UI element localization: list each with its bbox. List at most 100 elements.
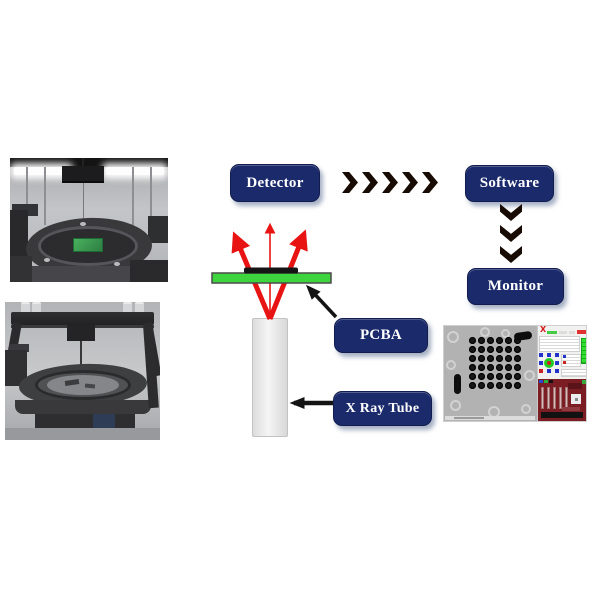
machine-gantry-photo [5, 302, 160, 440]
component-shadow [454, 374, 461, 394]
bga-ball [487, 355, 494, 362]
bga-ball [469, 337, 476, 344]
stage-marker [114, 262, 120, 266]
bga-ball [505, 355, 512, 362]
gantry-beam [11, 312, 154, 325]
parameter-table [539, 336, 580, 352]
navigation-pad [539, 353, 559, 373]
chevron-right-icon [422, 172, 438, 193]
bga-ball [514, 364, 521, 371]
flow-chevrons-vertical [500, 204, 522, 263]
color-chip-dark [549, 380, 553, 383]
option-rows [561, 369, 586, 377]
component-shadow [513, 330, 533, 342]
via-ring [446, 360, 456, 370]
chevron-right-icon [342, 172, 358, 193]
camera-unit [67, 325, 95, 341]
ceiling-light-left [14, 167, 69, 175]
status-chip-red [577, 330, 586, 334]
bga-ball [469, 382, 476, 389]
color-chip-green [582, 380, 586, 384]
expansion-slot [541, 387, 544, 409]
red-x-icon: X [540, 325, 547, 334]
bga-ball [487, 382, 494, 389]
gantry-post [135, 302, 144, 313]
pcb-color-photo [537, 379, 586, 421]
xray-beam-right-arrow [267, 229, 308, 320]
via-ring [480, 327, 490, 337]
stage-marker [44, 258, 50, 262]
expansion-slot [565, 387, 568, 409]
chevron-right-icon [362, 172, 378, 193]
bga-ball [514, 373, 521, 380]
chevron-down-icon [500, 204, 522, 221]
table-front [10, 266, 168, 282]
bga-ball [496, 364, 503, 371]
via-ring [524, 370, 535, 381]
equipment [9, 344, 29, 352]
equipment [5, 350, 27, 386]
pcb-on-stage [73, 238, 103, 252]
bga-ball [496, 337, 503, 344]
wall-rail [26, 167, 28, 225]
inspection-software-screenshot: X [443, 325, 587, 422]
pad-corner [539, 353, 543, 357]
bga-ball [487, 364, 494, 371]
xray-beam-left-arrow [231, 231, 273, 320]
gantry-post [123, 302, 132, 313]
bga-ball [505, 364, 512, 371]
pcba-box: PCBA [334, 318, 428, 353]
pad-mid [555, 361, 559, 365]
bga-ball [514, 355, 521, 362]
wall-rail [132, 167, 134, 225]
detector-box: Detector [230, 164, 320, 202]
color-chip-green [544, 380, 548, 383]
bga-ball [478, 355, 485, 362]
floor [5, 428, 160, 440]
expansion-slot [559, 387, 562, 409]
bga-grid [469, 337, 521, 389]
chevron-right-icon [402, 172, 418, 193]
status-chip-green [547, 331, 557, 334]
pcb-component-bar [244, 267, 298, 274]
cable [83, 183, 84, 227]
bga-ball [514, 346, 521, 353]
option-dot-red [563, 361, 566, 364]
expansion-slot [547, 387, 550, 409]
scrollbar [445, 416, 535, 420]
table-front [15, 400, 151, 414]
stage-recess [38, 226, 138, 266]
via-ring [447, 331, 459, 343]
result-bar-green [581, 338, 586, 364]
gantry-post [32, 302, 41, 313]
ceiling [10, 158, 168, 167]
option-dot-blue [563, 355, 566, 358]
equipment [148, 216, 168, 243]
bga-ball [505, 373, 512, 380]
scrollbar-thumb [454, 417, 484, 419]
bga-ball [469, 373, 476, 380]
bga-ball [514, 382, 521, 389]
bga-ball [487, 346, 494, 353]
flow-chevrons-horizontal [342, 172, 438, 193]
detector-mount-rod [82, 158, 84, 167]
cpu-socket-dot [575, 398, 578, 401]
bga-ball [469, 355, 476, 362]
equipment [130, 260, 168, 282]
board-texture [562, 407, 580, 411]
board-texture [568, 383, 582, 389]
bga-ball [469, 364, 476, 371]
gantry-post [21, 302, 30, 313]
detector-unit [62, 166, 104, 183]
bga-ball [478, 373, 485, 380]
turntable-plate [47, 375, 119, 395]
equipment [10, 256, 32, 282]
color-chip-blue [539, 380, 543, 383]
xray-tube-box: X Ray Tube [333, 391, 432, 426]
via-ring [521, 404, 531, 414]
monitor-box: Monitor [467, 268, 564, 305]
wall-rail [150, 167, 152, 225]
status-chip [569, 331, 575, 334]
option-rows [561, 354, 581, 367]
